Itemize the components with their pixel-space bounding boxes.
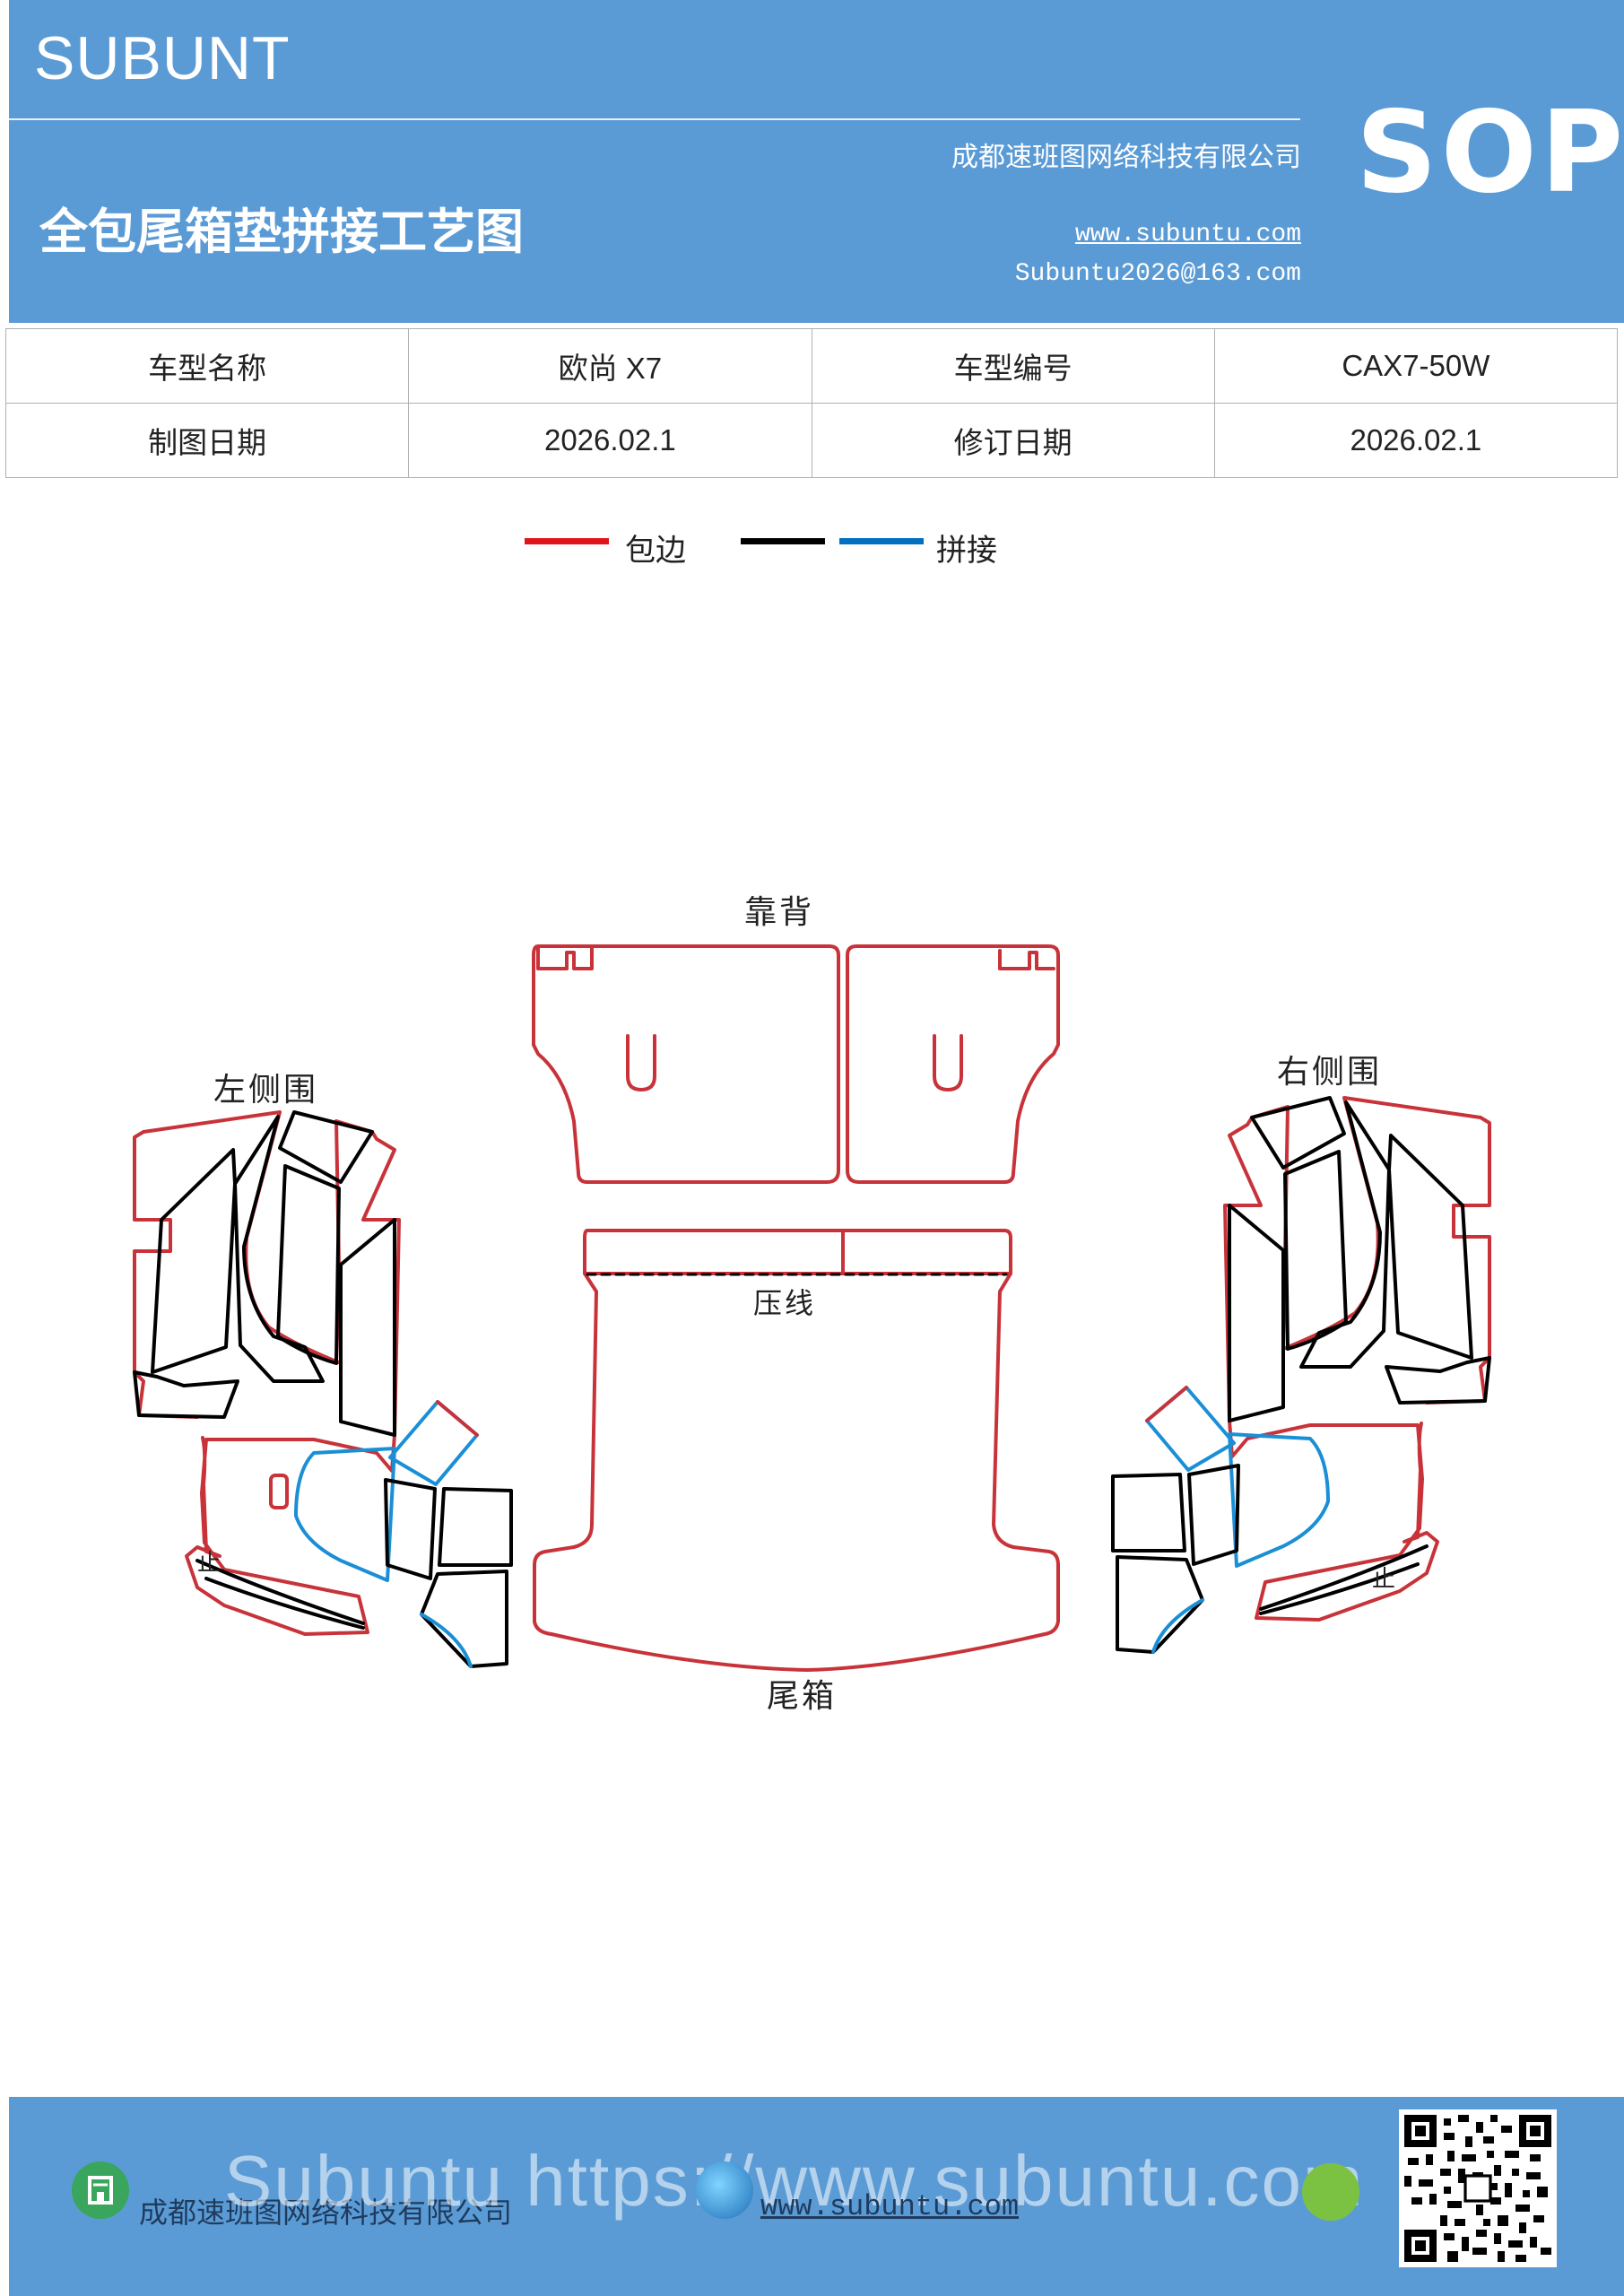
right-blue-piece [1228,1432,1330,1568]
footer-website-link[interactable]: www.subuntu.com [760,2190,1020,2223]
legend-splice-blue-swatch [839,538,924,544]
legend-splice-label: 拼接 [936,533,997,569]
table-row: 制图日期 2026.02.1 修订日期 2026.02.1 [4,403,1619,478]
label-trunk: 尾箱 [767,1678,838,1715]
info-table: 车型名称 欧尚 X7 车型编号 CAX7-50W 制图日期 2026.02.1 … [4,328,1619,478]
right-quad-right [1111,1473,1186,1552]
model-name-value: 欧尚 X7 [408,328,812,404]
backrest-left-slot [626,1034,656,1091]
label-stop-right: 止 [1372,1566,1399,1593]
model-code-label: 车型编号 [811,328,1215,404]
right-side-wall-sill [1259,1544,1429,1615]
legend-splice-black-swatch [741,538,825,544]
footer-company: 成都速班图网络科技有限公司 [139,2196,513,2230]
header-company: 成都速班图网络科技有限公司 [951,142,1301,173]
label-left-side: 左侧围 [213,1072,319,1109]
right-quad-bottom-blue [1151,1598,1204,1654]
left-quad-top [388,1400,479,1486]
header-banner: SUBUNT 全包尾箱垫拼接工艺图 [9,0,1624,323]
draw-date-label: 制图日期 [4,403,410,478]
wechat-icon [1302,2163,1359,2221]
legend-edge-swatch [525,538,609,544]
right-side-wall-lower [1385,1356,1491,1405]
left-blue-piece [294,1447,396,1582]
left-quad-mid [384,1478,437,1580]
right-quad-top [1145,1386,1236,1472]
left-side-wall-sill [195,1559,365,1630]
label-press-line: 压线 [753,1286,817,1320]
left-quad-top-red [436,1400,479,1437]
globe-icon [696,2161,753,2219]
left-side-wall-tab [269,1474,289,1509]
table-row: 车型名称 欧尚 X7 车型编号 CAX7-50W [4,328,1619,404]
building-icon [72,2161,129,2219]
left-quad-bottom [420,1570,508,1668]
right-quad-mid [1187,1464,1240,1566]
right-quad-top-red [1145,1386,1188,1422]
left-side-wall-lower [133,1370,239,1419]
legend-edge-label: 包边 [625,533,686,569]
right-side-wall-upper [1387,1134,1473,1360]
header-website-link[interactable]: www.subuntu.com [1074,221,1301,248]
label-backrest: 靠背 [744,894,815,931]
right-side-wall-pillar [1299,1100,1391,1369]
right-side-wall-group [1111,1096,1491,1654]
trunk-floor-panel [533,1229,1060,1672]
right-quad-bottom [1116,1555,1204,1654]
model-code-value: CAX7-50W [1213,328,1619,404]
label-right-side: 右侧围 [1277,1054,1383,1091]
model-name-label: 车型名称 [4,328,410,404]
label-stop-left: 止 [197,1550,224,1577]
revise-date-label: 修订日期 [811,403,1215,478]
draw-date-value: 2026.02.1 [408,403,812,478]
page-title: 全包尾箱垫拼接工艺图 [39,204,524,260]
left-side-wall-pillar [233,1115,325,1383]
right-side-wall-inner [1228,1096,1348,1422]
left-side-wall-inner [276,1110,396,1437]
left-quad-right [438,1487,513,1567]
header-email: Subuntu2026@163.com [1014,260,1301,288]
backrest-right-panel [846,944,1060,1184]
footer-watermark-text: Subuntu https://www.subuntu.com [224,2141,1365,2221]
left-side-wall-upper [151,1148,237,1374]
backrest-right-slot [933,1034,963,1091]
qr-code [1399,2109,1557,2267]
sop-badge: SOP [1356,86,1624,218]
brand-logo-text: SUBUNT [34,24,291,92]
backrest-left-panel [532,944,840,1184]
left-quad-bottom-blue [420,1613,473,1668]
trunk-top-strip [583,1229,1012,1275]
header-divider [9,118,1300,120]
revise-date-value: 2026.02.1 [1213,403,1619,478]
